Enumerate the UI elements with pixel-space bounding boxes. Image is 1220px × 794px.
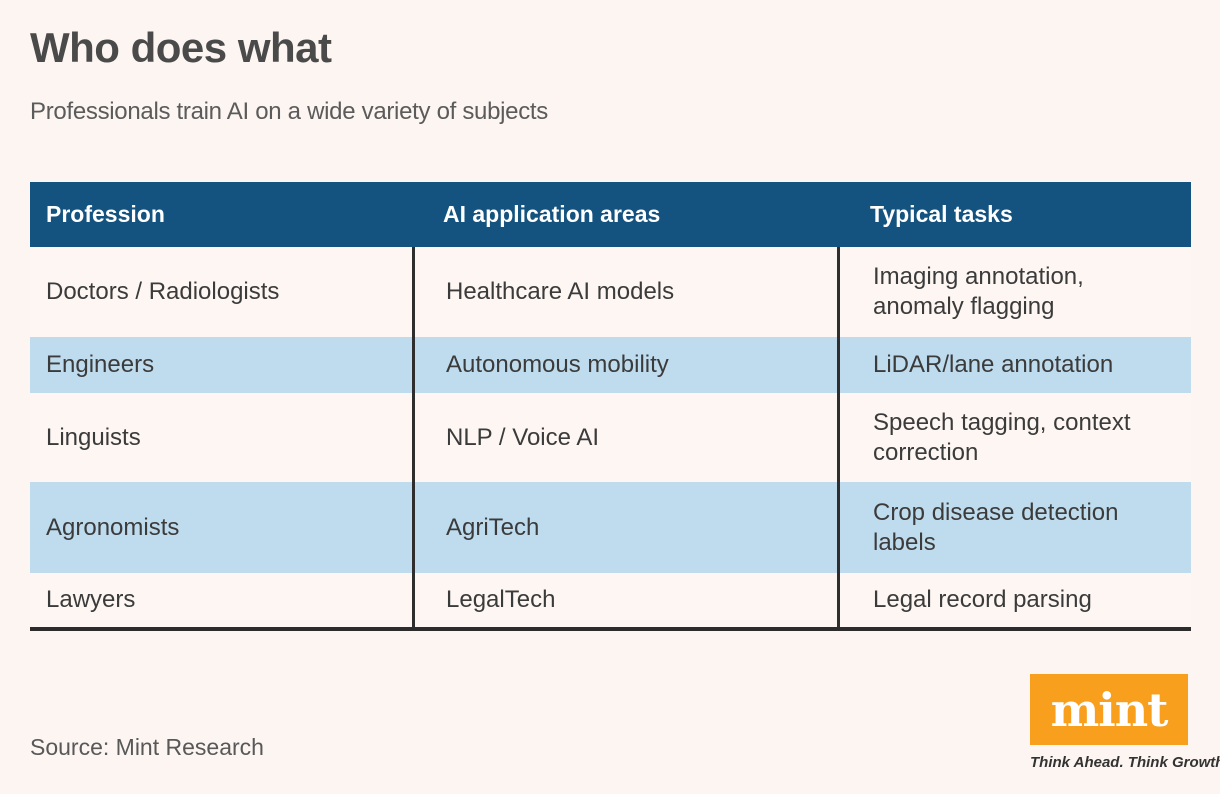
mint-logo: mint xyxy=(1030,674,1188,745)
cell-text: LegalTech xyxy=(446,586,556,613)
cell-text: Doctors / Radiologists xyxy=(46,278,280,305)
source-note: Source: Mint Research xyxy=(30,734,264,760)
cell-ai-area: LegalTech xyxy=(412,573,837,627)
mint-logo-text: mint xyxy=(1050,682,1169,737)
mint-tagline: Think Ahead. Think Growth. xyxy=(1030,754,1220,771)
cell-text: NLP / Voice AI xyxy=(446,423,599,451)
cell-profession: Lawyers xyxy=(30,573,412,627)
cell-tasks: Speech tagging, context correction xyxy=(837,393,1191,482)
cell-tasks: Crop disease detection labels xyxy=(837,482,1191,573)
cell-text: Legal record parsing xyxy=(873,586,1092,613)
table-row-lawyers: Lawyers LegalTech Legal record parsing xyxy=(30,573,1191,627)
cell-tasks: Imaging annotation, anomaly flagging xyxy=(837,247,1191,337)
cell-text: Imaging annotation, anomaly flagging xyxy=(873,263,1084,320)
who-does-what-table: Profession AI application areas Typical … xyxy=(30,182,1191,631)
table-row-linguists: Linguists NLP / Voice AI Speech tagging,… xyxy=(30,393,1191,482)
column-header-profession: Profession xyxy=(46,201,165,227)
cell-tasks: Legal record parsing xyxy=(837,573,1191,627)
cell-text: LiDAR/lane annotation xyxy=(873,351,1114,378)
page-title: Who does what xyxy=(30,24,332,71)
table-header-row: Profession AI application areas Typical … xyxy=(30,182,1191,247)
page-subtitle: Professionals train AI on a wide variety… xyxy=(30,98,549,125)
table-row-engineers: Engineers Autonomous mobility LiDAR/lane… xyxy=(30,337,1191,393)
table-row-doctors: Doctors / Radiologists Healthcare AI mod… xyxy=(30,247,1191,337)
cell-ai-area: NLP / Voice AI xyxy=(412,393,837,482)
column-header-ai-application-areas: AI application areas xyxy=(443,201,661,227)
cell-text: Healthcare AI models xyxy=(446,278,675,305)
cell-profession: Agronomists xyxy=(30,482,412,573)
cell-text: Linguists xyxy=(46,423,141,451)
cell-profession: Linguists xyxy=(30,393,412,482)
cell-text: Agronomists xyxy=(46,513,180,541)
cell-ai-area: Autonomous mobility xyxy=(412,337,837,393)
mint-branding: mint Think Ahead. Think Growth. xyxy=(1030,674,1220,771)
cell-text: Engineers xyxy=(46,351,155,378)
cell-profession: Doctors / Radiologists xyxy=(30,247,412,337)
column-header-typical-tasks: Typical tasks xyxy=(870,201,1013,227)
cell-text: Lawyers xyxy=(46,586,136,613)
cell-ai-area: AgriTech xyxy=(412,482,837,573)
cell-text: Crop disease detection labels xyxy=(873,498,1119,556)
table-row-agronomists: Agronomists AgriTech Crop disease detect… xyxy=(30,482,1191,573)
cell-text: Speech tagging, context correction xyxy=(873,408,1131,466)
cell-text: AgriTech xyxy=(446,513,540,541)
cell-profession: Engineers xyxy=(30,337,412,393)
cell-ai-area: Healthcare AI models xyxy=(412,247,837,337)
cell-tasks: LiDAR/lane annotation xyxy=(837,337,1191,393)
cell-text: Autonomous mobility xyxy=(446,351,669,378)
